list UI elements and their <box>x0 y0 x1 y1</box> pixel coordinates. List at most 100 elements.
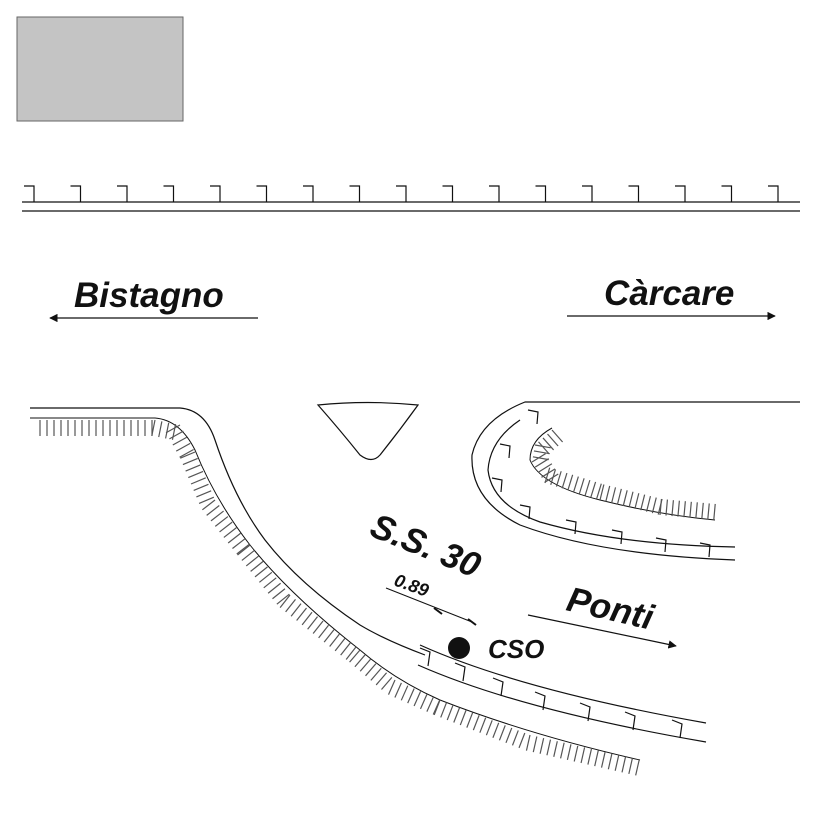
embankment-hatch <box>492 722 500 738</box>
traffic-island <box>316 401 420 461</box>
embankment-hatch <box>375 672 388 686</box>
embankment-hatch <box>179 448 194 458</box>
embankment-hatch <box>651 497 657 514</box>
embankment-hatch <box>628 758 633 775</box>
embankment-hatch <box>534 458 550 468</box>
embankment-hatch <box>334 637 346 652</box>
embankment-hatch <box>318 624 330 639</box>
embankment-hatch <box>258 571 273 583</box>
embankment-hatch <box>701 502 704 519</box>
embankment-hatch <box>544 473 559 483</box>
embankment-hatch <box>188 470 204 479</box>
embankment-hatch <box>349 649 361 663</box>
embankment-hatch <box>241 549 255 561</box>
embankment-hatch <box>596 483 602 500</box>
embankment-hatch <box>151 419 156 436</box>
embankment-hatch <box>713 503 716 520</box>
top-rail-line <box>22 185 800 212</box>
embankment-hatch <box>634 493 640 509</box>
embankment-hatch <box>223 527 237 538</box>
embankment-hatch <box>419 693 428 710</box>
embankment-hatch <box>683 501 686 518</box>
embankment-hatch <box>553 741 558 757</box>
embankment-hatch <box>190 477 206 485</box>
embankment-hatch <box>165 424 181 434</box>
embankment-hatch <box>312 620 324 634</box>
embankment-hatch <box>614 755 620 771</box>
embankment-hatch <box>645 495 652 512</box>
embankment-hatch <box>566 744 572 761</box>
embankment-hatch <box>354 654 366 668</box>
embankment-hatch <box>573 745 579 762</box>
distance-dimension <box>385 587 477 626</box>
embankment-hatch <box>616 488 622 505</box>
embankment-hatch <box>621 756 627 773</box>
embankment-hatch <box>323 629 335 643</box>
embankment-hatch <box>182 457 198 466</box>
embankment-hatch <box>440 702 448 718</box>
embankment-hatch <box>340 642 352 656</box>
embankment-hatch <box>485 720 493 736</box>
embankment-hatch <box>611 487 617 504</box>
embankment-hatch <box>185 464 201 472</box>
site-marker-label: CSO <box>488 634 544 664</box>
embankment-hatch <box>180 451 196 459</box>
embankment-hatch <box>567 474 574 491</box>
embankment-hatch <box>587 748 593 765</box>
embankment-hatch <box>594 750 599 767</box>
road-tick <box>624 711 636 731</box>
embankment-hatch <box>381 676 393 690</box>
road-tick <box>499 443 511 459</box>
embankment-hatch <box>267 582 281 594</box>
rail-tick <box>582 185 593 202</box>
embankment-hatch <box>400 685 409 701</box>
embankment-hatch <box>446 704 454 721</box>
embankment-hatch <box>511 730 519 746</box>
rail-tick <box>303 185 314 202</box>
embankment-hatch <box>532 736 538 753</box>
rail-tick <box>535 185 547 202</box>
embankment-hatch <box>165 422 170 439</box>
embankment-hatch <box>307 616 318 630</box>
embankment-hatch <box>272 588 286 600</box>
embankment-hatch <box>202 499 216 511</box>
embankment-hatch <box>533 450 550 455</box>
rail-tick <box>256 185 268 202</box>
embankment-hatch <box>158 421 163 438</box>
embankment-hatch <box>578 478 585 494</box>
west-destination-label: Bistagno <box>74 276 224 315</box>
embankment-hatch <box>544 467 551 484</box>
rail-tick <box>768 185 779 202</box>
embankment-hatch <box>671 500 674 517</box>
embankment-hatch <box>254 566 268 578</box>
embankment-hatch <box>263 577 277 589</box>
embankment-hatch <box>551 429 564 443</box>
embankment-hatch <box>561 472 568 489</box>
embankment-hatch <box>531 453 546 463</box>
embankment-hatch <box>193 483 209 492</box>
embankment-hatch <box>555 471 562 487</box>
embankment-hatch <box>236 543 250 555</box>
rail-tick <box>442 185 454 202</box>
rail-tick <box>675 185 686 202</box>
embankment-hatch <box>345 646 357 660</box>
embankment-hatch <box>599 484 605 501</box>
road-tick <box>534 691 546 711</box>
embankment-hatch <box>296 607 307 621</box>
embankment-hatch <box>459 709 467 726</box>
road-tick <box>492 677 504 697</box>
embankment-hatch <box>172 436 188 446</box>
embankment-hatch <box>640 494 646 511</box>
road-tick <box>419 647 431 667</box>
embankment-hatch <box>245 555 260 567</box>
embankment-hatch <box>665 499 669 516</box>
embankment-hatch <box>546 739 552 756</box>
rail-tick <box>721 185 733 202</box>
embankment-hatch <box>605 485 611 502</box>
embankment-hatch <box>628 491 634 508</box>
road-tick <box>454 662 466 682</box>
embankment-hatch <box>580 747 586 764</box>
embankment-hatch <box>175 442 191 452</box>
embankment-hatch <box>206 505 220 516</box>
